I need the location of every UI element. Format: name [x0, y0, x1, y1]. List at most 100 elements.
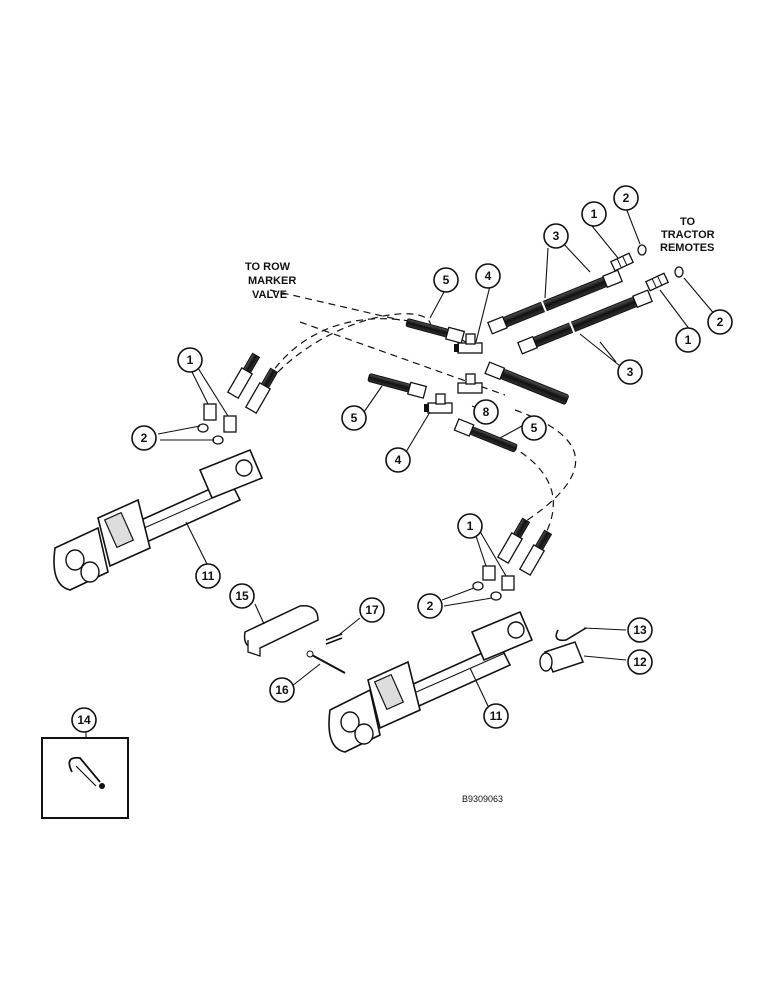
- callout-c5-top: 5: [433, 267, 459, 293]
- leader-lines: [85, 207, 717, 738]
- label-line: REMOTES: [660, 242, 714, 254]
- hose-ends-left-cylinder: [226, 352, 279, 415]
- callout-c17: 17: [359, 597, 385, 623]
- callout-circle: [521, 415, 547, 441]
- callout-c1-top: 1: [581, 201, 607, 227]
- tee-fitting-4-top: [454, 333, 483, 354]
- callout-c11-bottom: 11: [483, 703, 509, 729]
- hose-5-lower: [453, 418, 518, 453]
- callout-number: 11: [490, 709, 503, 723]
- callout-number: 14: [77, 713, 91, 727]
- callout-circle: [417, 593, 443, 619]
- label-line: TRACTOR: [661, 229, 715, 241]
- callout-circle: [581, 201, 607, 227]
- hose-assembly-3-upper: [487, 269, 623, 335]
- callout-c1-left: 1: [177, 347, 203, 373]
- callout-circle: [613, 185, 639, 211]
- callout-number: 2: [623, 191, 630, 205]
- callout-number: 2: [717, 315, 724, 329]
- callout-number: 4: [395, 453, 402, 467]
- callout-number: 2: [141, 431, 148, 445]
- inset-box-14: [41, 737, 129, 819]
- hose-assembly-3-lower: [517, 289, 653, 355]
- drawing-number: B9309063: [462, 794, 503, 804]
- callout-number: 5: [531, 421, 538, 435]
- callout-c15: 15: [229, 583, 255, 609]
- callout-circle: [627, 617, 653, 643]
- callout-c4-mid: 4: [385, 447, 411, 473]
- callout-circle: [627, 649, 653, 675]
- callout-number: 13: [633, 623, 647, 637]
- hose-5-top: [405, 318, 466, 344]
- adapter-fittings-1-left: [203, 403, 237, 433]
- callout-c1-right: 1: [675, 327, 701, 353]
- hydraulic-cylinder-11-left: [53, 448, 264, 591]
- callout-number: 3: [553, 229, 560, 243]
- callout-circle: [229, 583, 255, 609]
- label-line: MARKER: [248, 275, 296, 287]
- callout-c16: 16: [269, 677, 295, 703]
- callout-circle: [359, 597, 385, 623]
- label-to-tractor-remotes: TO TRACTOR REMOTES: [660, 216, 715, 254]
- callout-number: 15: [235, 589, 249, 603]
- callout-number: 5: [351, 411, 358, 425]
- callout-number: 1: [467, 519, 474, 533]
- callout-number: 3: [627, 365, 634, 379]
- callout-number: 8: [483, 405, 490, 419]
- label-line: TO ROW: [245, 261, 291, 273]
- callout-circle: [433, 267, 459, 293]
- o-rings-2-left: [197, 423, 224, 445]
- callout-circle: [71, 707, 97, 733]
- callout-c2-bottom: 2: [417, 593, 443, 619]
- o-ring-2-upper-right: [637, 244, 647, 256]
- cotter-pin-17: [325, 633, 343, 645]
- o-ring-2-lower-right: [674, 266, 684, 278]
- callout-c14: 14: [71, 707, 97, 733]
- label-line: VALVE: [252, 289, 287, 301]
- callout-circle: [475, 263, 501, 289]
- callout-c2-right: 2: [707, 309, 733, 335]
- callout-circle: [473, 399, 499, 425]
- callout-circle: [131, 425, 157, 451]
- callout-c2-top: 2: [613, 185, 639, 211]
- callout-circle: [617, 359, 643, 385]
- callout-circle: [707, 309, 733, 335]
- hose-5-right-long: [484, 361, 569, 405]
- adapter-fittings-1-bottom: [482, 565, 515, 591]
- callout-circle: [483, 703, 509, 729]
- callout-c3-right: 3: [617, 359, 643, 385]
- adapter-fitting-1-upper-right: [609, 252, 635, 272]
- callout-circle: [675, 327, 701, 353]
- label-to-row-marker-valve: TO ROW MARKER VALVE: [245, 261, 296, 301]
- callout-number: 4: [485, 269, 492, 283]
- callout-circle: [543, 223, 569, 249]
- callout-c2-left: 2: [131, 425, 157, 451]
- callout-circle: [177, 347, 203, 373]
- callout-number: 12: [633, 655, 647, 669]
- callout-c5-mid: 5: [341, 405, 367, 431]
- o-rings-2-bottom: [472, 581, 502, 601]
- callout-c5-right: 5: [521, 415, 547, 441]
- tee-fitting-4-middle: [424, 393, 453, 414]
- callout-c1-bottom: 1: [457, 513, 483, 539]
- hose-ends-right-cylinder: [496, 517, 553, 577]
- callout-circle: [195, 563, 221, 589]
- label-line: TO: [680, 216, 696, 228]
- callout-circle: [457, 513, 483, 539]
- pin-12: [539, 641, 584, 673]
- clip-13: [555, 627, 587, 642]
- pin-16: [306, 650, 346, 674]
- callout-circle: [269, 677, 295, 703]
- callout-c3-top: 3: [543, 223, 569, 249]
- callout-number: 16: [275, 683, 289, 697]
- callout-number: 5: [443, 273, 450, 287]
- callout-c12: 12: [627, 649, 653, 675]
- callout-circle: [385, 447, 411, 473]
- hydraulic-cylinder-11-bottom: [328, 610, 534, 753]
- cylinder-stop-15: [243, 605, 319, 657]
- callout-number: 11: [202, 569, 215, 583]
- callout-number: 1: [591, 207, 598, 221]
- callout-c8: 8: [473, 399, 499, 425]
- callout-number: 1: [187, 353, 194, 367]
